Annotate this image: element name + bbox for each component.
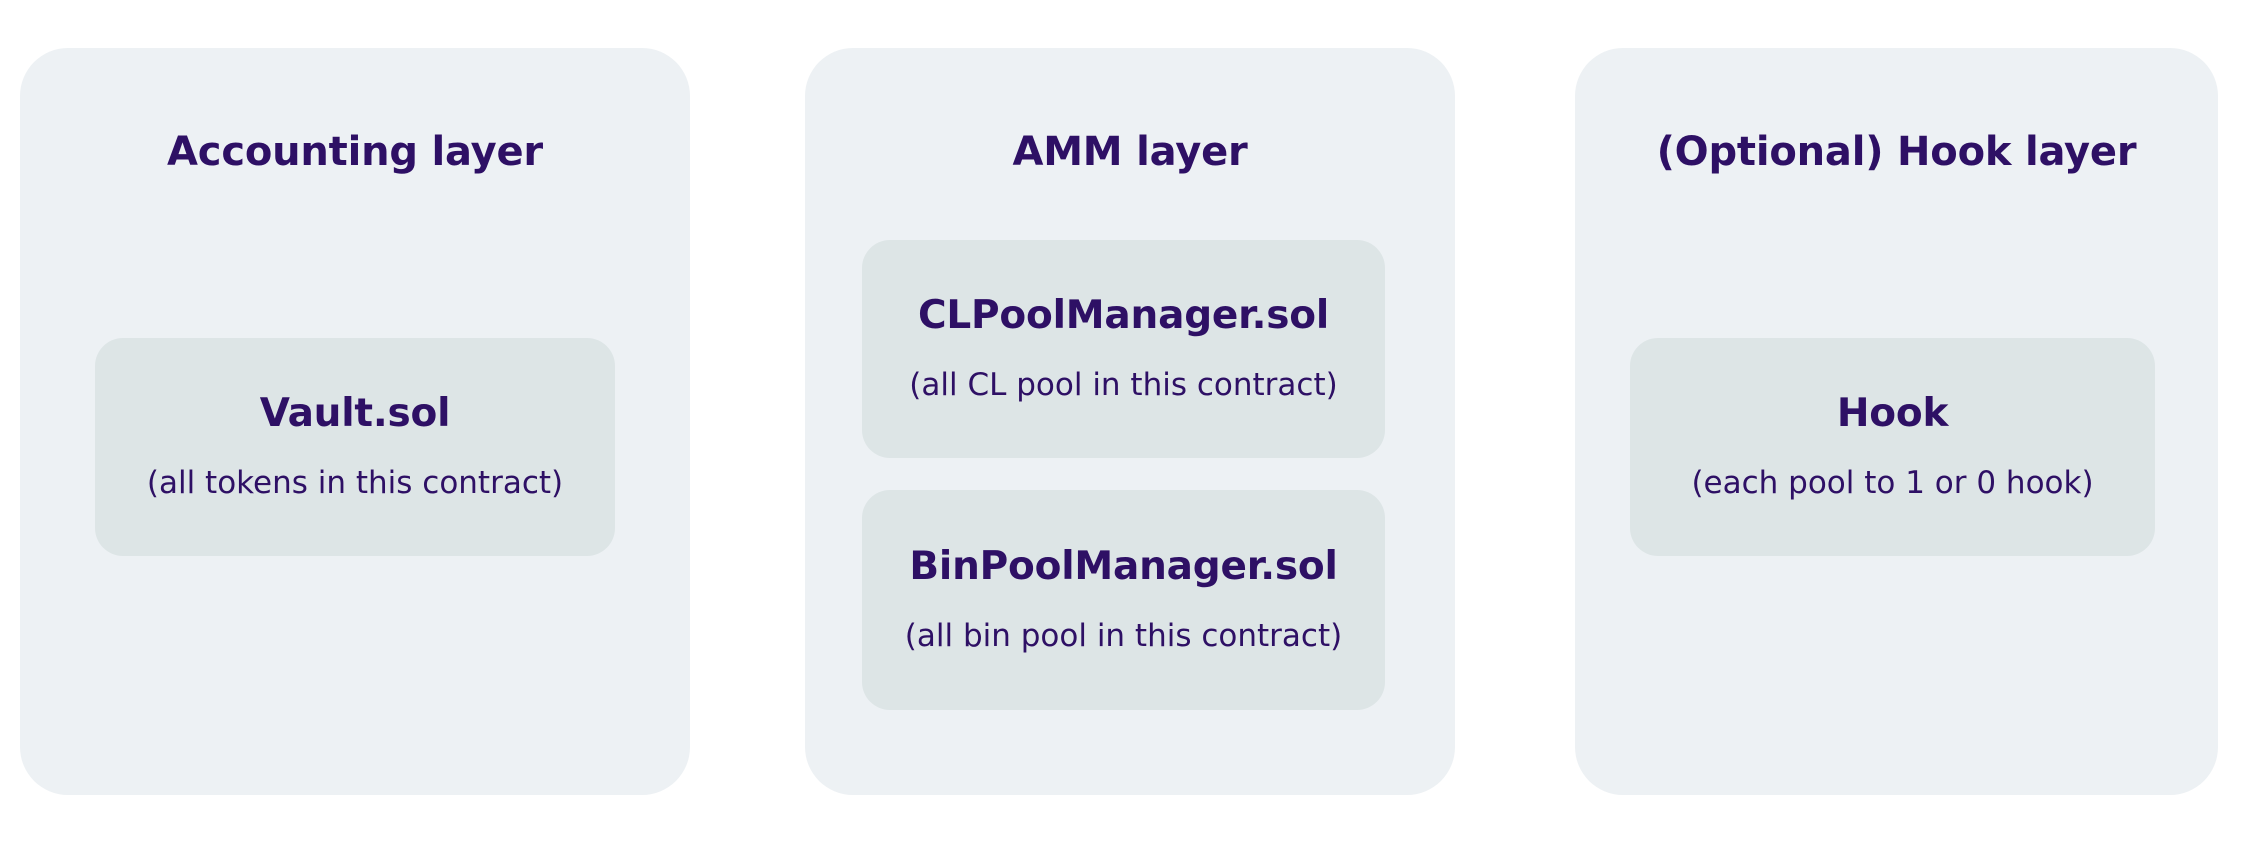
- layer-card-hook: (Optional) Hook layer Hook (each pool to…: [1575, 48, 2218, 795]
- contract-note-hook: (each pool to 1 or 0 hook): [1691, 464, 2094, 501]
- layer-card-accounting: Accounting layer Vault.sol (all tokens i…: [20, 48, 690, 795]
- layer-card-amm: AMM layer CLPoolManager.sol (all CL pool…: [805, 48, 1455, 795]
- contract-card-binpoolmanager: BinPoolManager.sol (all bin pool in this…: [862, 490, 1385, 710]
- layer-title-hook: (Optional) Hook layer: [1656, 129, 2137, 175]
- contract-note-clpoolmanager: (all CL pool in this contract): [909, 366, 1338, 403]
- contract-note-binpoolmanager: (all bin pool in this contract): [904, 617, 1343, 654]
- contract-note-vault: (all tokens in this contract): [146, 464, 564, 501]
- contract-name-vault: Vault.sol: [259, 390, 451, 436]
- layer-title-amm: AMM layer: [1012, 129, 1248, 175]
- contract-name-binpoolmanager: BinPoolManager.sol: [909, 543, 1338, 589]
- contract-name-hook: Hook: [1836, 390, 1949, 436]
- contract-card-clpoolmanager: CLPoolManager.sol (all CL pool in this c…: [862, 240, 1385, 458]
- contract-name-clpoolmanager: CLPoolManager.sol: [917, 292, 1330, 338]
- layer-title-accounting: Accounting layer: [167, 129, 543, 175]
- contract-card-hook: Hook (each pool to 1 or 0 hook): [1630, 338, 2155, 556]
- contract-card-vault: Vault.sol (all tokens in this contract): [95, 338, 615, 556]
